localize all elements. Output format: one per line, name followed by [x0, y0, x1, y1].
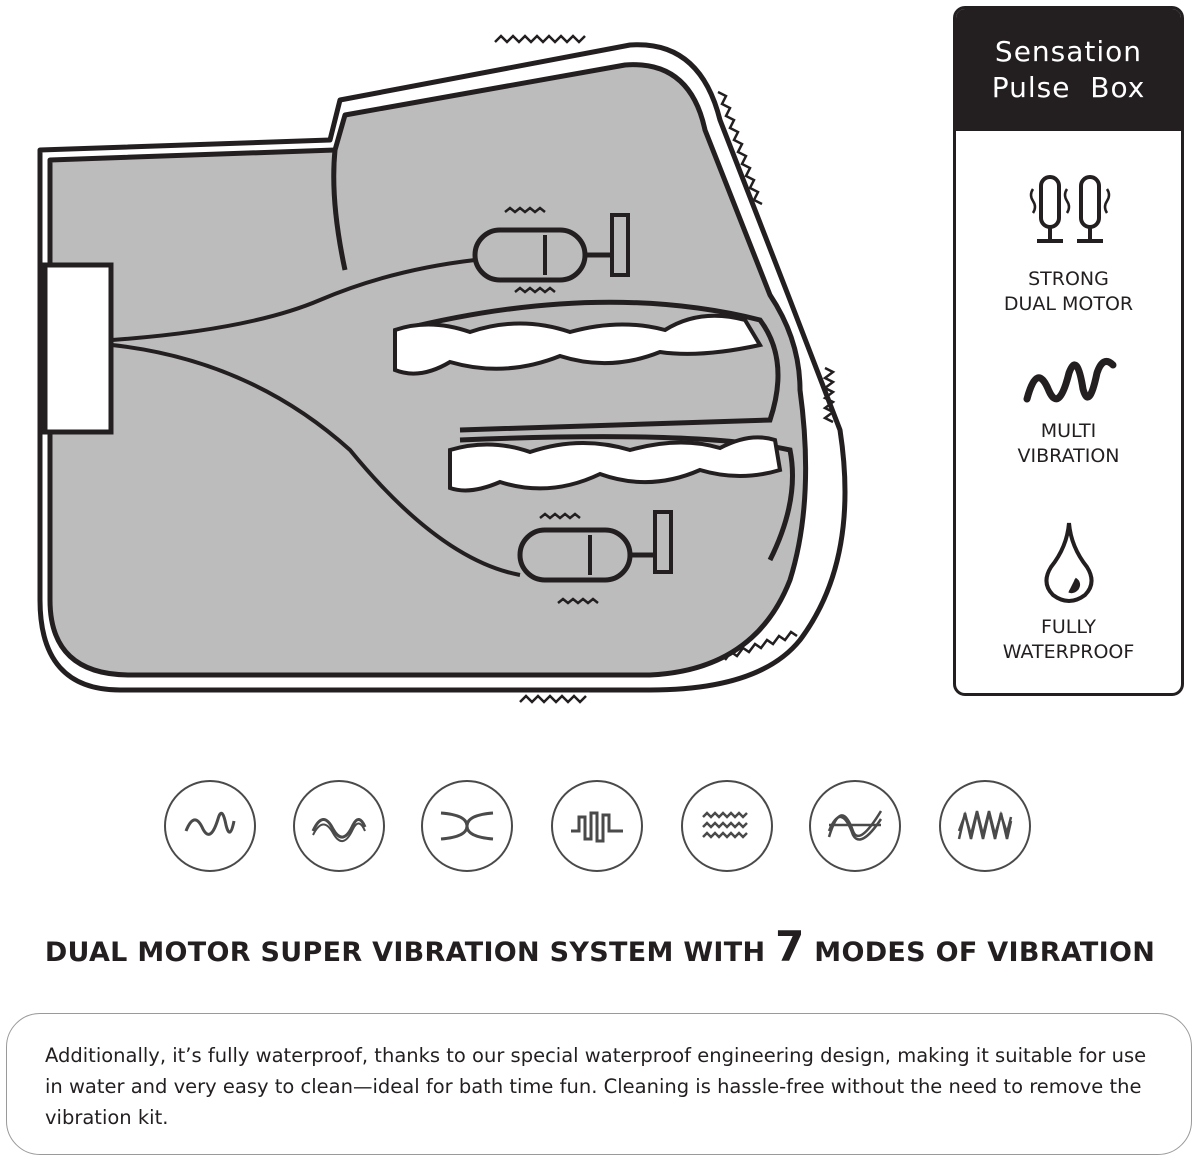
water-drop-icon [1044, 522, 1093, 603]
vibration-wave-icon [1023, 357, 1116, 403]
mode-3-icon [421, 780, 513, 872]
mode-5-icon [681, 780, 773, 872]
panel-title-line2: Pulse Box [991, 71, 1146, 104]
product-shell-outline [37, 42, 848, 693]
feature-dual-motor: STRONG DUAL MOTOR [956, 169, 1181, 317]
dual-motor-icon [1029, 175, 1110, 243]
headline-text-before: DUAL MOTOR SUPER VIBRATION SYSTEM WITH [44, 937, 776, 968]
vibration-marks [494, 34, 836, 704]
headline: DUAL MOTOR SUPER VIBRATION SYSTEM WITH 7… [0, 922, 1200, 971]
mode-4-icon [551, 780, 643, 872]
product-illustration [37, 34, 848, 704]
feature-label-line2: DUAL MOTOR [1003, 293, 1134, 315]
lobe-outline-upper [399, 299, 781, 433]
mode-1-icon [164, 780, 256, 872]
product-opening [42, 262, 114, 435]
feature-fully-waterproof: FULLY WATERPROOF [956, 517, 1181, 665]
headline-text-after: MODES OF VIBRATION [804, 937, 1156, 968]
mode-2-icon [293, 780, 385, 872]
headline-mode-count: 7 [775, 922, 805, 971]
mode-7-icon [939, 780, 1031, 872]
vibration-modes-row [0, 780, 1200, 880]
cable-lower [111, 343, 521, 577]
feature-label-line1: FULLY [1040, 616, 1097, 638]
body-crease [331, 149, 348, 271]
description-box: Additionally, it’s fully waterproof, tha… [6, 1013, 1192, 1155]
description-text: Additionally, it’s fully waterproof, tha… [45, 1044, 1147, 1129]
feature-label-line2: WATERPROOF [1002, 641, 1135, 663]
feature-label-line1: STRONG [1028, 268, 1109, 290]
mode-6-icon [809, 780, 901, 872]
inner-channel-lower [448, 435, 783, 493]
feature-multi-vibration: MULTI VIBRATION [956, 351, 1181, 469]
sensation-pulse-box-panel: Sensation Pulse Box STRONG DUAL MOTOR [953, 6, 1184, 696]
inner-channel-upper [393, 313, 764, 376]
feature-label-line1: MULTI [1040, 420, 1097, 442]
motor-upper [472, 213, 630, 283]
cable-upper [111, 258, 476, 342]
feature-label-line2: VIBRATION [1017, 445, 1120, 467]
panel-header: Sensation Pulse Box [956, 9, 1181, 131]
panel-title-line1: Sensation [994, 35, 1143, 68]
motor-lower [517, 510, 673, 583]
